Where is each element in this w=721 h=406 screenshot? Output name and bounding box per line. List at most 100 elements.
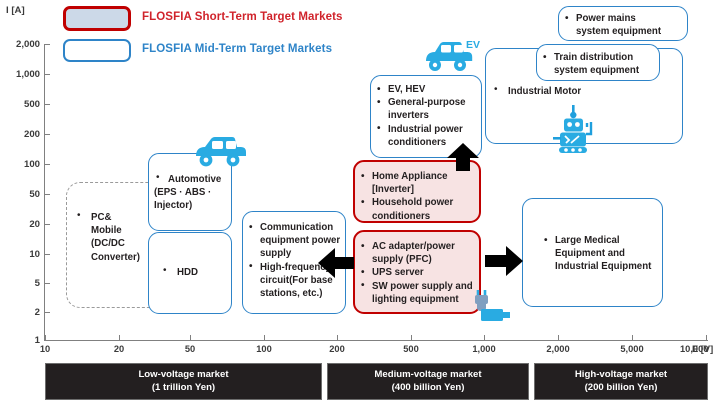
ev-hev-bullet: General-purpose inverters [376,96,480,122]
x-tick [190,335,192,341]
y-tick-label: 500 [23,99,40,110]
market-bar-medium-voltage: Medium-voltage market (400 billion Yen) [327,363,529,400]
arrow-right-to-large-medical [485,246,523,276]
y-tick [44,74,50,76]
x-tick [411,335,413,341]
ev-hev-bullet: EV, HEV [376,82,480,96]
y-tick [44,194,50,196]
pc-mobile-line: PC& [91,212,112,223]
y-tick-label: 100 [23,159,40,170]
y-tick-label: 5 [34,278,40,289]
y-tick-label: 1 [34,335,40,346]
bullet-line: EV, HEV [388,84,426,95]
market-label-line1: High-voltage market [574,369,668,381]
bullet-line: UPS server [372,267,424,279]
bullet-line: Home Appliance [372,171,448,182]
y-tick-label: 10 [29,249,40,260]
communication-bullet: Communication equipment power supply [248,221,344,261]
legend-swatch-mid-term [63,39,131,62]
bullet-line: system equipment [554,65,640,77]
bullet-line: High-frequency [260,261,332,273]
bullet-line: system equipment [576,26,662,38]
bullet-line: equipment power [260,235,341,247]
x-tick [264,335,266,341]
x-tick-label: 5,000 [620,344,644,354]
market-label-line2: (200 billion Yen) [584,381,658,393]
x-tick-label: 500 [403,344,419,354]
x-axis-title: E [V] [692,344,714,354]
market-bar-high-voltage: High-voltage market (200 billion Yen) [534,363,708,400]
bullet-line: Industrial Equipment [555,261,652,273]
region-hdd[interactable]: • HDD [148,232,232,314]
x-tick-label: 200 [329,344,345,354]
bullet-line: stations, etc.) [260,288,323,300]
automotive-line: (EPS · ABS · [154,187,212,199]
bullet-line: lighting equipment [372,293,459,305]
x-tick [632,335,634,341]
y-tick [44,340,50,342]
bullet-line: Power mains [576,13,636,24]
x-tick [706,335,708,341]
bullet-line: General-purpose [388,97,466,109]
bullet-line: supply [260,248,292,260]
communication-bullet: High-frequency circuit(For base stations… [248,260,344,301]
pc-mobile-line: Mobile [91,225,122,237]
x-axis-line [44,340,708,342]
legend-swatch-short-term [63,6,131,31]
y-tick-label: 2,000 [15,39,40,50]
ev-label: EV [466,39,481,51]
ev-hev-bullet: Industrial power conditioners [376,122,480,149]
home-appliance-bullet: Household power conditioners [360,196,480,222]
bullet-line: conditioners [372,210,431,222]
region-large-medical[interactable]: Large Medical Equipment and Industrial E… [522,198,663,307]
x-tick [337,335,339,341]
automotive-line: Automotive [168,174,222,185]
automotive-line: Injector) [154,200,193,212]
bullet-line: AC adapter/power [372,241,455,252]
bullet-line: inverters [388,110,429,122]
car-icon [196,137,246,167]
power-mains-bullet: Power mains system equipment [564,11,686,38]
ac-adapter-bullet: AC adapter/power supply (PFC) [360,239,482,266]
region-ac-adapter[interactable]: AC adapter/power supply (PFC) UPS server… [353,230,481,314]
large-medical-bullet: Large Medical Equipment and Industrial E… [543,234,661,274]
hdd-line: HDD [177,267,198,278]
bullet-line: supply (PFC) [372,254,432,266]
x-tick-label: 10 [39,344,51,354]
industrial-motor-line: Industrial Motor [508,86,582,97]
region-automotive[interactable]: • Automotive (EPS · ABS · Injector) [148,153,232,231]
y-tick [44,224,50,226]
y-tick [44,283,50,285]
y-tick-label: 2 [34,307,40,318]
y-axis-title: I [A] [6,5,25,16]
bullet-line: Large Medical [555,235,620,246]
y-tick [44,134,50,136]
x-tick-label: 100 [256,344,272,354]
y-tick-label: 50 [29,189,40,200]
market-label-line1: Medium-voltage market [374,369,482,381]
bullet-line: Household power [372,197,454,209]
bullet-line: Equipment and [555,248,625,260]
ev-car-icon [426,42,473,71]
y-tick-label: 200 [23,129,40,140]
arrow-left-to-communication [318,248,354,278]
market-label-line2: (400 billion Yen) [391,381,465,393]
bullet-line: circuit(For base [260,274,333,286]
legend-label-short-term: FLOSFIA Short-Term Target Markets [142,11,343,23]
market-bar-low-voltage: Low-voltage market (1 trillion Yen) [45,363,322,400]
market-label-line2: (1 trillion Yen) [151,381,216,393]
x-tick [45,335,47,341]
x-tick [119,335,121,341]
legend-label-mid-term: FLOSFIA Mid-Term Target Markets [142,43,333,55]
y-tick [44,44,50,46]
bullet-line: Industrial power [388,123,463,135]
y-tick-label: 1,000 [15,69,40,80]
region-train-distribution[interactable]: Train distribution system equipment [536,44,660,81]
x-tick-label: 10,000 [680,344,709,354]
region-power-mains[interactable]: Power mains system equipment [558,6,688,41]
region-communication[interactable]: Communication equipment power supply Hig… [242,211,346,314]
x-tick [558,335,560,341]
bullet-line: Communication [260,222,334,233]
robot-icon [553,105,593,153]
